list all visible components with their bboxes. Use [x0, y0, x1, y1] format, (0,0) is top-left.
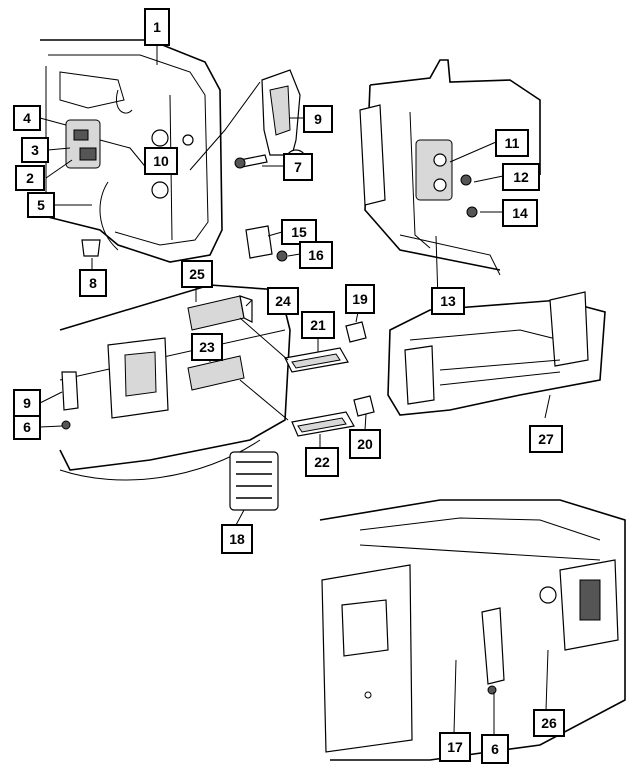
svg-text:2: 2 [26, 170, 34, 186]
svg-text:3: 3 [31, 142, 39, 158]
callout-25: 25 [181, 260, 213, 288]
vent-grille-18 [229, 451, 279, 511]
svg-text:7: 7 [294, 159, 302, 175]
callout-14: 14 [502, 199, 538, 227]
tailgate-handle-9 [61, 371, 79, 430]
callout-24: 24 [267, 287, 299, 315]
svg-text:4: 4 [23, 110, 31, 126]
svg-text:18: 18 [229, 531, 245, 547]
callout-7: 7 [283, 153, 313, 181]
svg-text:1: 1 [153, 19, 161, 35]
svg-text:16: 16 [308, 247, 324, 263]
svg-text:6: 6 [23, 419, 31, 435]
callout-18: 18 [221, 524, 253, 554]
callout-10: 10 [144, 147, 178, 175]
leader-lines [39, 45, 551, 735]
svg-text:11: 11 [505, 135, 520, 151]
callout-12: 12 [502, 163, 540, 191]
callout-15: 15 [281, 219, 317, 245]
latch-assembly [65, 119, 149, 171]
callout-23: 23 [191, 333, 223, 361]
callout-2: 2 [15, 165, 45, 191]
callout-11: 11 [495, 129, 529, 157]
callout-16: 16 [299, 241, 333, 269]
callout-20: 20 [349, 429, 381, 459]
bolt-7 [234, 154, 268, 169]
body-corner-panel [359, 59, 541, 301]
svg-text:27: 27 [538, 431, 554, 447]
callout-6a: 6 [13, 414, 41, 440]
callout-5: 5 [27, 192, 55, 218]
svg-text:24: 24 [275, 293, 291, 309]
hinge-rear-26 [539, 559, 619, 651]
svg-text:17: 17 [447, 739, 463, 755]
svg-text:26: 26 [541, 715, 557, 731]
callout-1: 1 [144, 8, 170, 46]
bracket-15 [245, 225, 288, 262]
svg-text:12: 12 [513, 169, 529, 185]
callout-19: 19 [345, 284, 375, 314]
svg-text:5: 5 [37, 197, 45, 213]
svg-text:9: 9 [23, 395, 31, 411]
cap-19 [345, 321, 367, 343]
callout-4: 4 [13, 105, 41, 131]
svg-text:10: 10 [153, 153, 169, 169]
svg-text:25: 25 [189, 266, 205, 282]
svg-text:21: 21 [310, 317, 326, 333]
svg-text:14: 14 [512, 205, 528, 221]
hinge-upper-24 [187, 295, 253, 331]
cap-20 [353, 395, 375, 417]
door-handle-rear [481, 607, 505, 695]
callout-17: 17 [439, 732, 471, 762]
svg-text:13: 13 [440, 293, 456, 309]
callout-21: 21 [301, 311, 335, 339]
swing-door [321, 564, 413, 753]
callout-22: 22 [305, 447, 339, 477]
svg-text:22: 22 [314, 454, 330, 470]
callout-3: 3 [21, 137, 49, 163]
svg-text:6: 6 [491, 741, 499, 757]
svg-text:20: 20 [357, 436, 373, 452]
door-hinge-11 [415, 139, 478, 218]
hinge-lower-23 [187, 355, 245, 391]
callout-27: 27 [529, 425, 563, 453]
svg-text:15: 15 [291, 224, 307, 240]
tailgate-outer-panel [59, 284, 291, 481]
svg-text:8: 8 [89, 275, 97, 291]
cable-8 [81, 181, 119, 257]
body-interior-frame [387, 291, 606, 416]
spare-tire-mount-plate [107, 337, 169, 419]
svg-text:19: 19 [352, 291, 368, 307]
svg-text:23: 23 [199, 339, 215, 355]
callout-6b: 6 [481, 734, 509, 764]
svg-text:9: 9 [314, 111, 322, 127]
hinge-cover-22 [291, 411, 355, 437]
hinge-cover-21 [284, 347, 349, 373]
callout-9b: 9 [13, 389, 41, 417]
callout-26: 26 [533, 709, 565, 737]
callout-8: 8 [79, 269, 107, 297]
callout-9a: 9 [303, 105, 333, 133]
callout-13: 13 [431, 287, 465, 315]
